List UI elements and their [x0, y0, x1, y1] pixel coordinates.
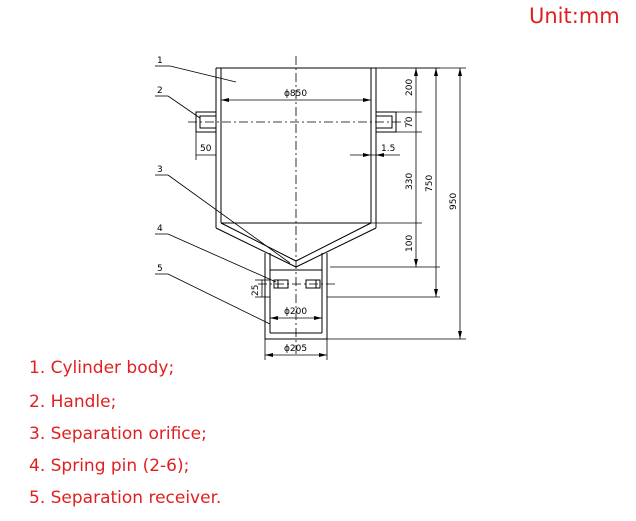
- separation-receiver: [264, 253, 328, 340]
- part-number-5: 5: [157, 264, 163, 274]
- part-number-3: 3: [157, 165, 163, 175]
- part-number-4: 4: [157, 224, 163, 234]
- legend-item-handle: 2. Handle;: [29, 392, 117, 412]
- dim-handle-width: 50: [200, 144, 212, 154]
- dim-receiver-inner-diameter: ϕ200: [284, 307, 307, 317]
- dim-70: 70: [405, 116, 415, 128]
- legend-item-separation-receiver: 5. Separation receiver.: [29, 488, 222, 508]
- dim-25: 25: [251, 285, 261, 296]
- centerlines: [188, 56, 406, 355]
- legend-item-spring-pin: 4. Spring pin (2-6);: [29, 456, 190, 476]
- dim-wall-thickness: 1.5: [381, 144, 395, 154]
- arrowheads: [221, 68, 462, 357]
- dim-750: 750: [425, 175, 435, 192]
- part-number-2: 2: [157, 86, 163, 96]
- legend-item-cylinder-body: 1. Cylinder body;: [29, 358, 175, 378]
- dim-200: 200: [405, 79, 415, 96]
- dim-950: 950: [449, 193, 459, 210]
- leader-lines: [155, 65, 291, 325]
- dim-top-diameter: ϕ850: [284, 89, 307, 99]
- legend-item-separation-orifice: 3. Separation orifice;: [29, 424, 207, 444]
- unit-label: Unit:mm: [529, 4, 620, 28]
- dim-100: 100: [405, 235, 415, 252]
- dim-330: 330: [405, 173, 415, 190]
- dim-receiver-outer-diameter: ϕ205: [284, 344, 307, 354]
- dimension-lines: [195, 67, 466, 360]
- part-number-1: 1: [157, 56, 163, 66]
